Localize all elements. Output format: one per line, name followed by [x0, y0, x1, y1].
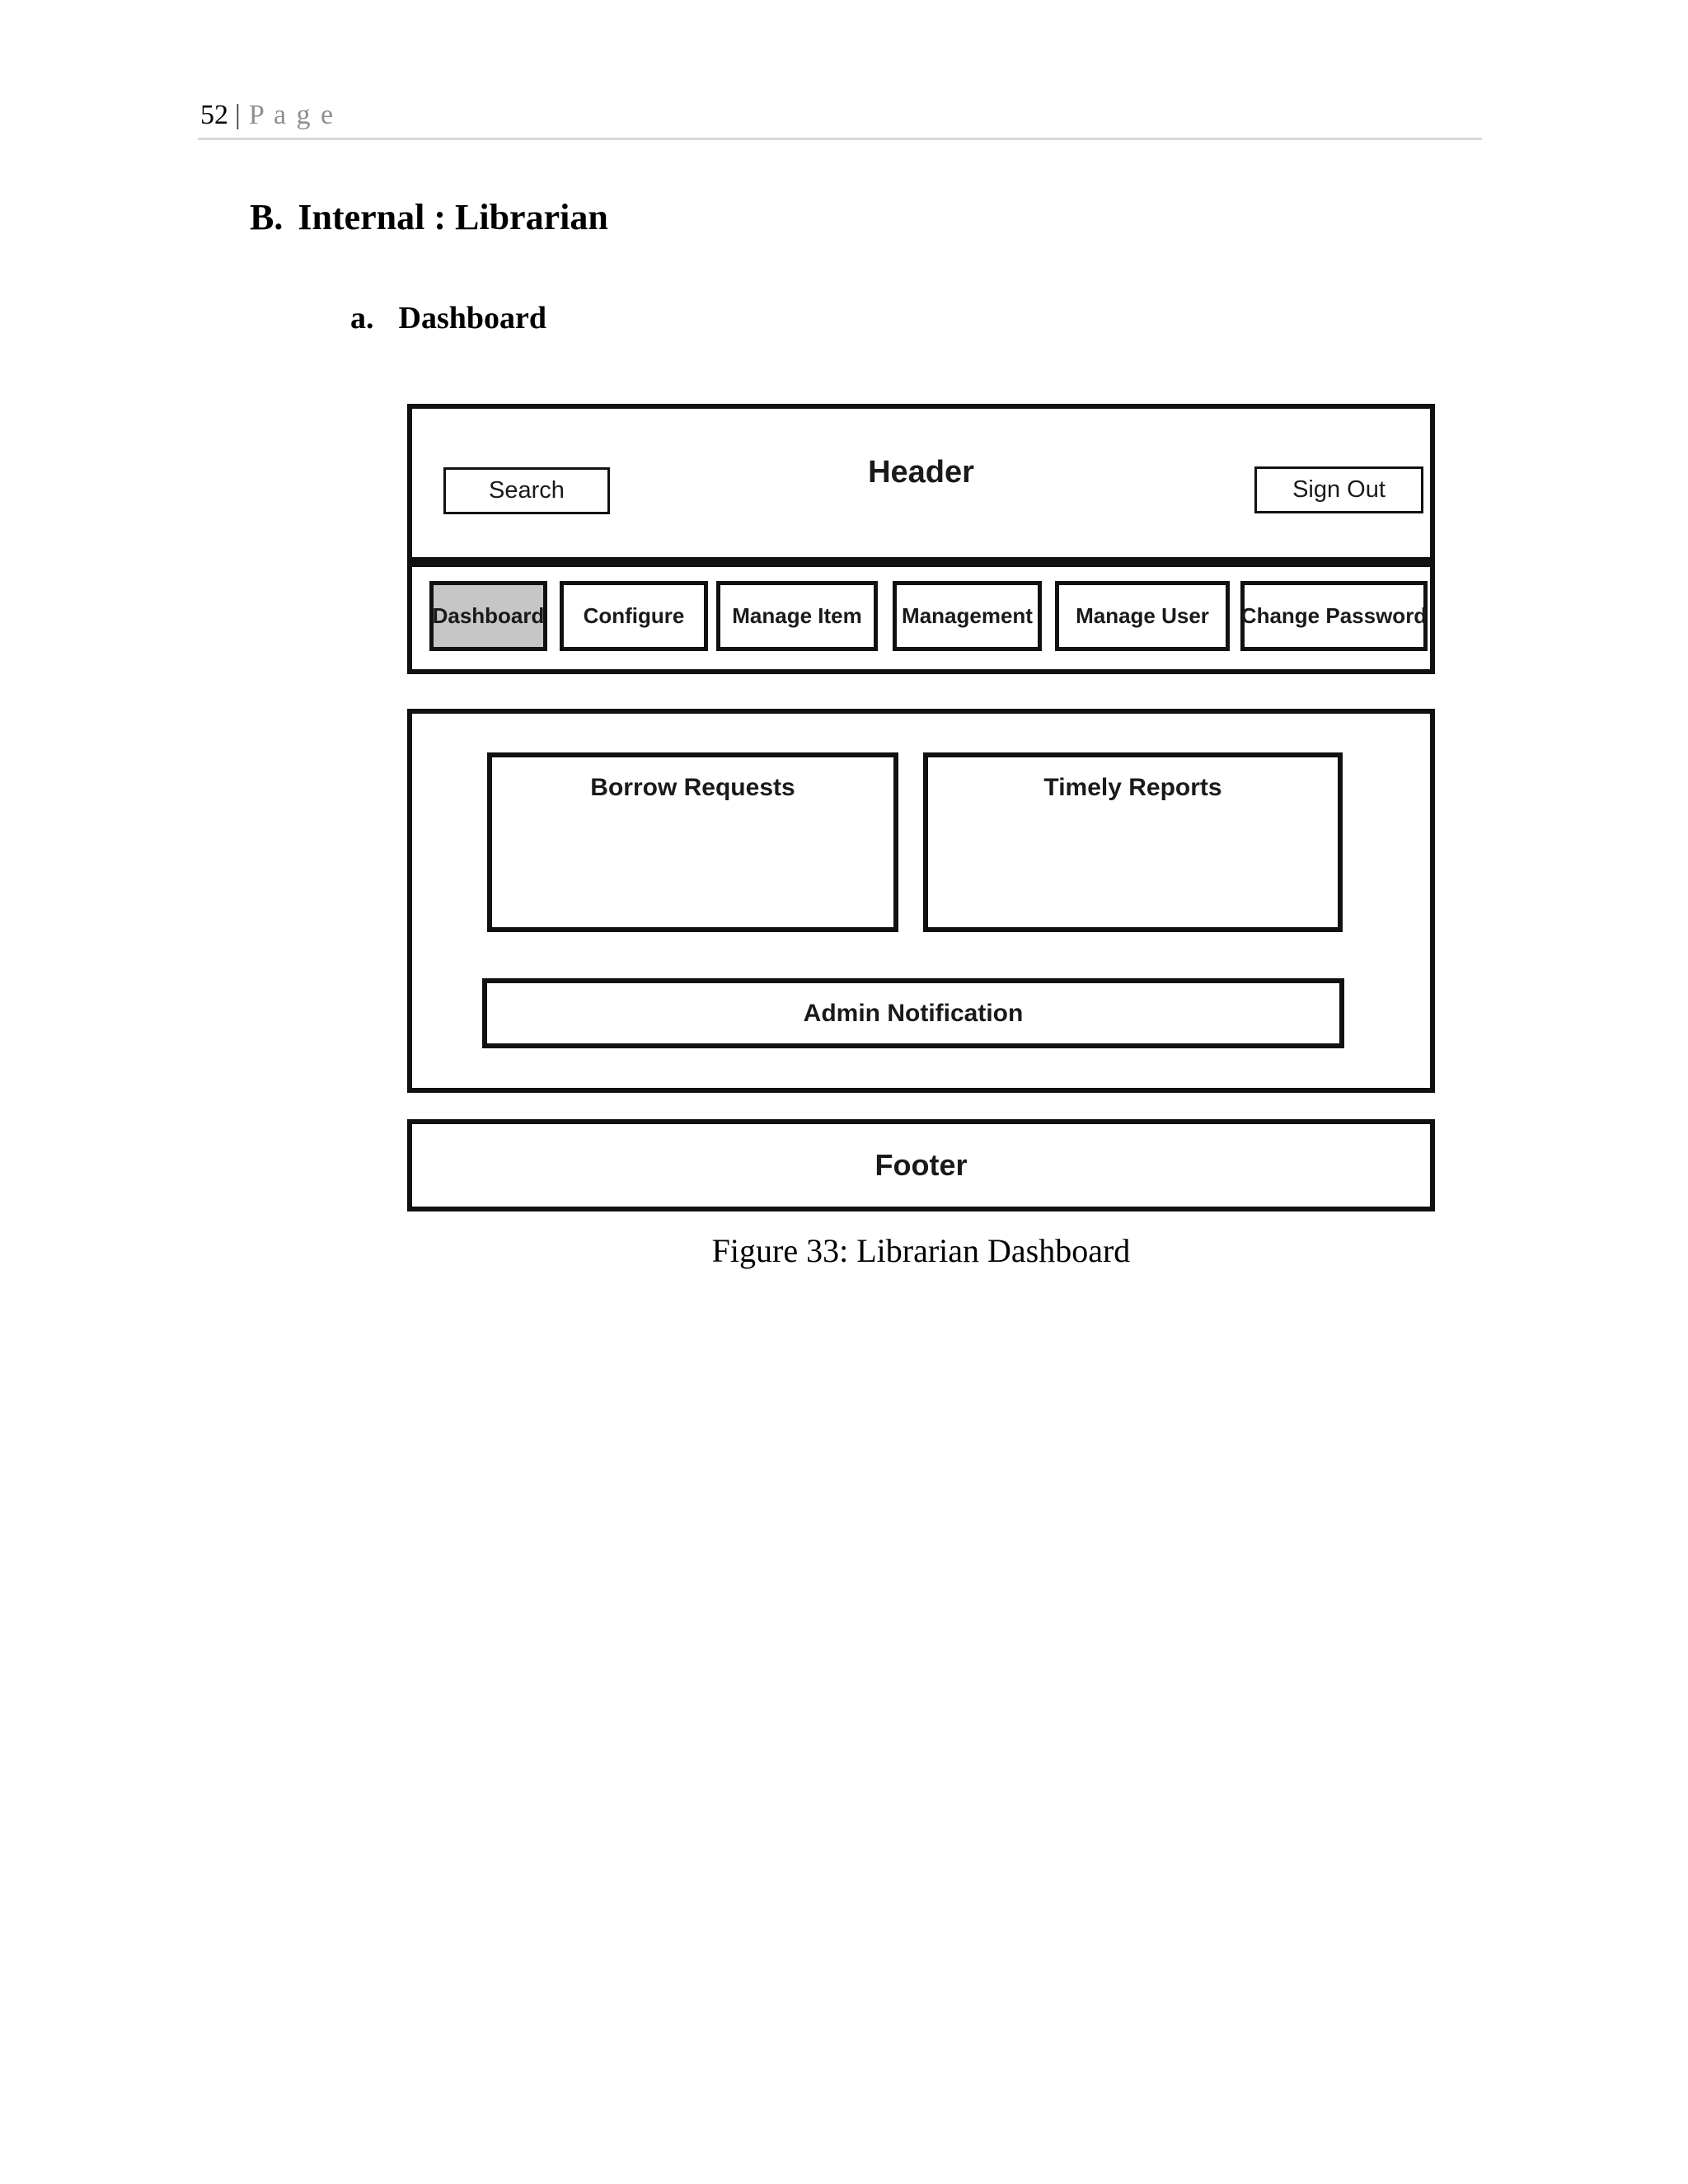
nav-button-manage-item[interactable]: Manage Item — [716, 581, 878, 651]
section-heading-prefix: B. — [250, 197, 284, 237]
page-header-separator: | — [235, 100, 241, 130]
borrow-requests-label: Borrow Requests — [590, 774, 795, 801]
sub-heading-prefix: a. — [350, 301, 374, 335]
nav-button-configure[interactable]: Configure — [560, 581, 708, 651]
sub-heading: a. Dashboard — [350, 301, 546, 335]
sub-heading-title: Dashboard — [398, 301, 547, 335]
figure-caption: Figure 33: Librarian Dashboard — [711, 1232, 1131, 1269]
timely-reports-label: Timely Reports — [1043, 774, 1222, 801]
wireframe-footer-box: Footer — [407, 1119, 1435, 1212]
nav-button-management[interactable]: Management — [893, 581, 1042, 651]
section-heading-title: Internal : Librarian — [298, 197, 608, 237]
header-rule — [198, 138, 1482, 140]
page-word: P a g e — [248, 100, 335, 130]
nav-button-dashboard[interactable]: Dashboard — [429, 581, 547, 651]
borrow-requests-panel: Borrow Requests — [487, 752, 898, 932]
admin-notification-panel: Admin Notification — [482, 978, 1344, 1048]
header-title: Header — [868, 455, 974, 490]
section-heading: B. Internal : Librarian — [250, 198, 608, 237]
page-number-header: 52|P a g e — [200, 99, 335, 132]
page-number: 52 — [200, 100, 228, 130]
wireframe-main-content: Borrow Requests Timely Reports Admin Not… — [407, 709, 1435, 1093]
nav-button-manage-user[interactable]: Manage User — [1055, 581, 1230, 651]
sign-out-button[interactable]: Sign Out — [1254, 466, 1423, 513]
wireframe-header-box: Search Header Sign Out — [407, 404, 1435, 562]
wireframe-figure: Search Header Sign Out Dashboard Configu… — [407, 404, 1435, 1327]
nav-button-change-password[interactable]: Change Password — [1240, 581, 1428, 651]
search-button[interactable]: Search — [443, 467, 610, 514]
timely-reports-panel: Timely Reports — [923, 752, 1343, 932]
wireframe-nav-bar: Dashboard Configure Manage Item Manageme… — [407, 562, 1435, 674]
